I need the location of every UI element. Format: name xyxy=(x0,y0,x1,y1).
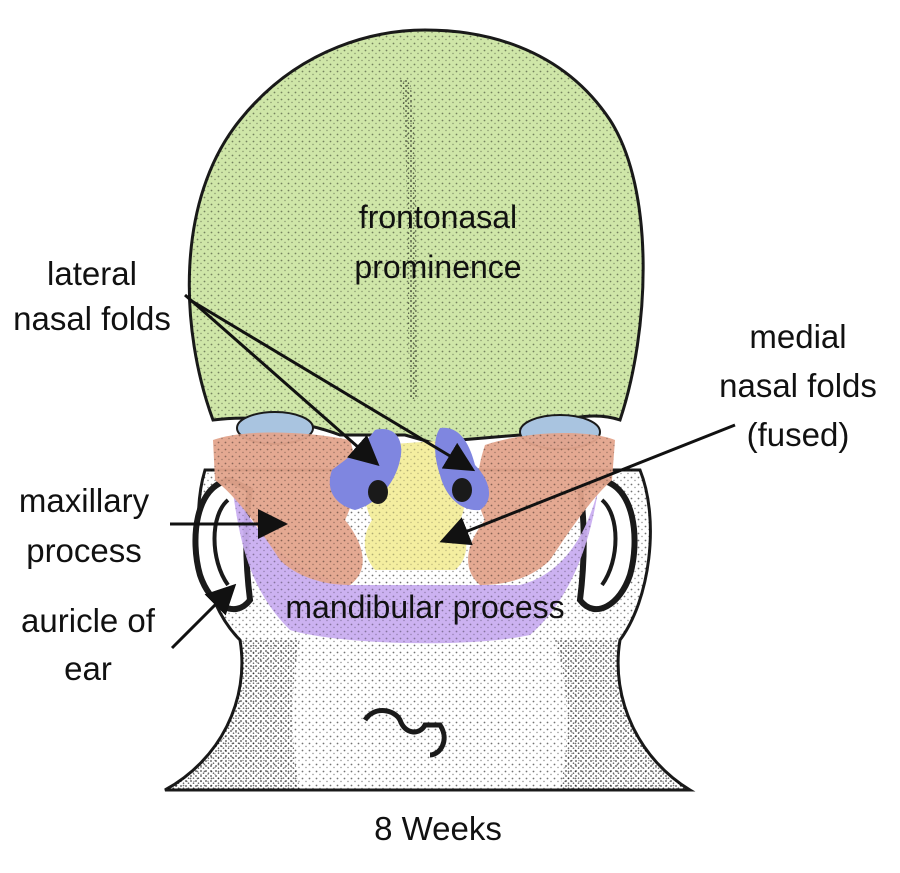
label-lateral-line1: lateral xyxy=(47,255,137,292)
label-maxillary-line1: maxillary xyxy=(19,482,150,519)
label-auricle-line1: auricle of xyxy=(21,602,156,639)
nostril-right xyxy=(452,478,472,502)
label-frontonasal-line2: prominence xyxy=(354,249,521,285)
arrow-lateral-left xyxy=(184,293,380,466)
label-medial-line1: medial xyxy=(749,318,846,355)
mandibular-stipple xyxy=(232,485,598,644)
arrow-medial xyxy=(439,423,736,546)
maxillary-right-stipple xyxy=(468,433,615,585)
neck-squiggle xyxy=(362,708,447,758)
label-maxillary-line2: process xyxy=(26,532,142,569)
label-mandibular: mandibular process xyxy=(285,589,564,625)
caption: 8 Weeks xyxy=(374,810,502,847)
nostril-left xyxy=(368,480,388,504)
midline-stipple xyxy=(400,80,418,400)
label-medial-line2: nasal folds xyxy=(719,367,877,404)
label-auricle-line2: ear xyxy=(64,650,112,687)
arrow-auricle xyxy=(170,583,237,650)
neck-shadow-left xyxy=(165,640,300,790)
label-medial-line3: (fused) xyxy=(747,416,850,453)
label-frontonasal-line1: frontonasal xyxy=(359,199,517,235)
arrow-lateral-right xyxy=(189,298,476,472)
label-lateral-line2: nasal folds xyxy=(13,300,171,337)
maxillary-left-stipple xyxy=(213,432,363,585)
neck-shadow-right xyxy=(555,640,690,790)
